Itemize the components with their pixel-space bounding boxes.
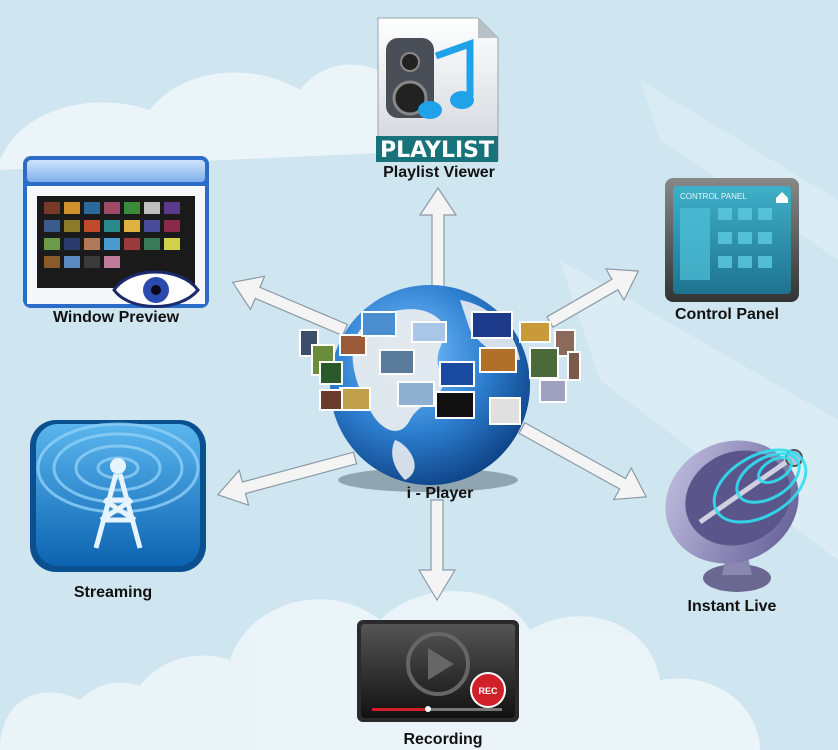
control-panel-icon [665,178,799,302]
connector-arrows [216,186,648,602]
playlist-badge-text: PLAYLIST [380,138,494,163]
recording-label: Recording [403,731,483,748]
arrow-to-recording [417,499,457,602]
streaming-icon [30,420,206,572]
window-preview-icon [23,156,209,308]
rec-badge-text: REC [478,686,498,696]
control-panel-screen-title: CONTROL PANEL [680,192,747,201]
arrow-to-streaming [216,451,358,507]
center-label: i - Player [406,485,474,502]
arrow-to-playlist [418,186,458,291]
media-tiles [299,311,581,425]
playlist-viewer-label: Playlist Viewer [383,164,495,181]
playlist-icon [376,17,499,162]
arrow-to-window-preview [231,275,349,337]
control-panel-label: Control Panel [674,306,780,323]
streaming-label: Streaming [73,584,153,601]
window-preview-label: Window Preview [52,309,180,326]
recording-icon [357,620,519,722]
satellite-dish-icon [665,440,808,592]
arrow-to-control-panel [546,268,640,329]
arrow-to-instant-live [518,421,648,501]
instant-live-label: Instant Live [687,598,777,615]
